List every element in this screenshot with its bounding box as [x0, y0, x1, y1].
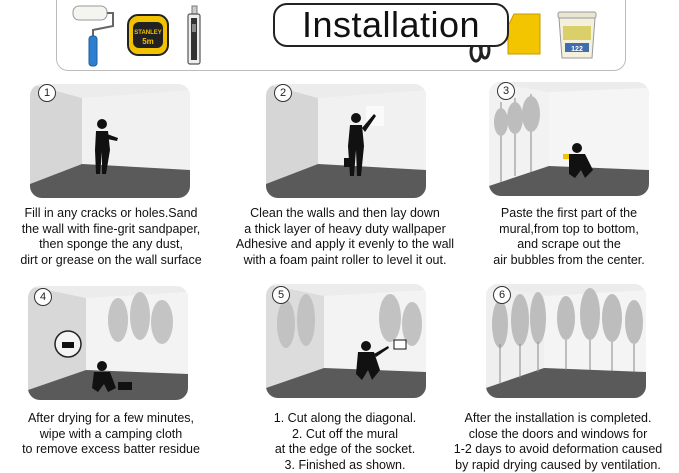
step-4-illustration: [28, 286, 188, 400]
socket-detail: [393, 339, 407, 350]
bucket-label-text: 122: [571, 46, 583, 53]
step-4-number: 4: [34, 288, 52, 306]
title-badge: Installation: [273, 3, 509, 47]
tape-brand-text: STANLEY: [134, 30, 162, 36]
step-4-caption: After drying for a few minutes, wipe wit…: [22, 411, 200, 456]
forest-mural: [492, 288, 643, 348]
step-6-illustration: [486, 284, 646, 398]
worker-silhouette: [563, 143, 593, 178]
step-1-caption: Fill in any cracks or holes.Sand the wal…: [20, 206, 202, 267]
step-3-caption: Paste the first part of the mural,from t…: [493, 206, 645, 267]
step-2-caption: Clean the walls and then lay down a thic…: [235, 206, 455, 267]
tools-header: STANLEY 5m 122 Installation: [56, 0, 626, 71]
tape-measure-icon: STANLEY 5m: [127, 14, 169, 56]
step-5-number: 5: [272, 286, 290, 304]
step-2-illustration: [266, 84, 426, 198]
step-5-illustration: [266, 284, 426, 398]
step-1-number: 1: [38, 84, 56, 102]
utility-knife-icon: [187, 5, 201, 65]
forest-mural: [108, 292, 173, 344]
forest-mural: [494, 94, 540, 182]
worker-silhouette: [356, 341, 389, 380]
page-title: Installation: [301, 4, 481, 45]
forest-mural: [277, 294, 422, 348]
step-2-number: 2: [274, 84, 292, 102]
adhesive-bucket-icon: 122: [557, 11, 597, 59]
paint-roller-icon: [72, 5, 114, 67]
plastic-scraper-icon: [507, 13, 541, 55]
step-6-number: 6: [493, 286, 511, 304]
worker-silhouette: [344, 113, 376, 176]
worker-silhouette: [92, 361, 132, 392]
step-3-illustration: [489, 82, 649, 196]
step-1-illustration: [30, 84, 190, 198]
tape-size-text: 5m: [142, 37, 154, 46]
worker-silhouette: [95, 119, 118, 174]
step-5-caption: 1. Cut along the diagonal. 2. Cut off th…: [273, 411, 417, 472]
step-3-number: 3: [497, 82, 515, 100]
step-6-caption: After the installation is completed. clo…: [453, 411, 663, 472]
